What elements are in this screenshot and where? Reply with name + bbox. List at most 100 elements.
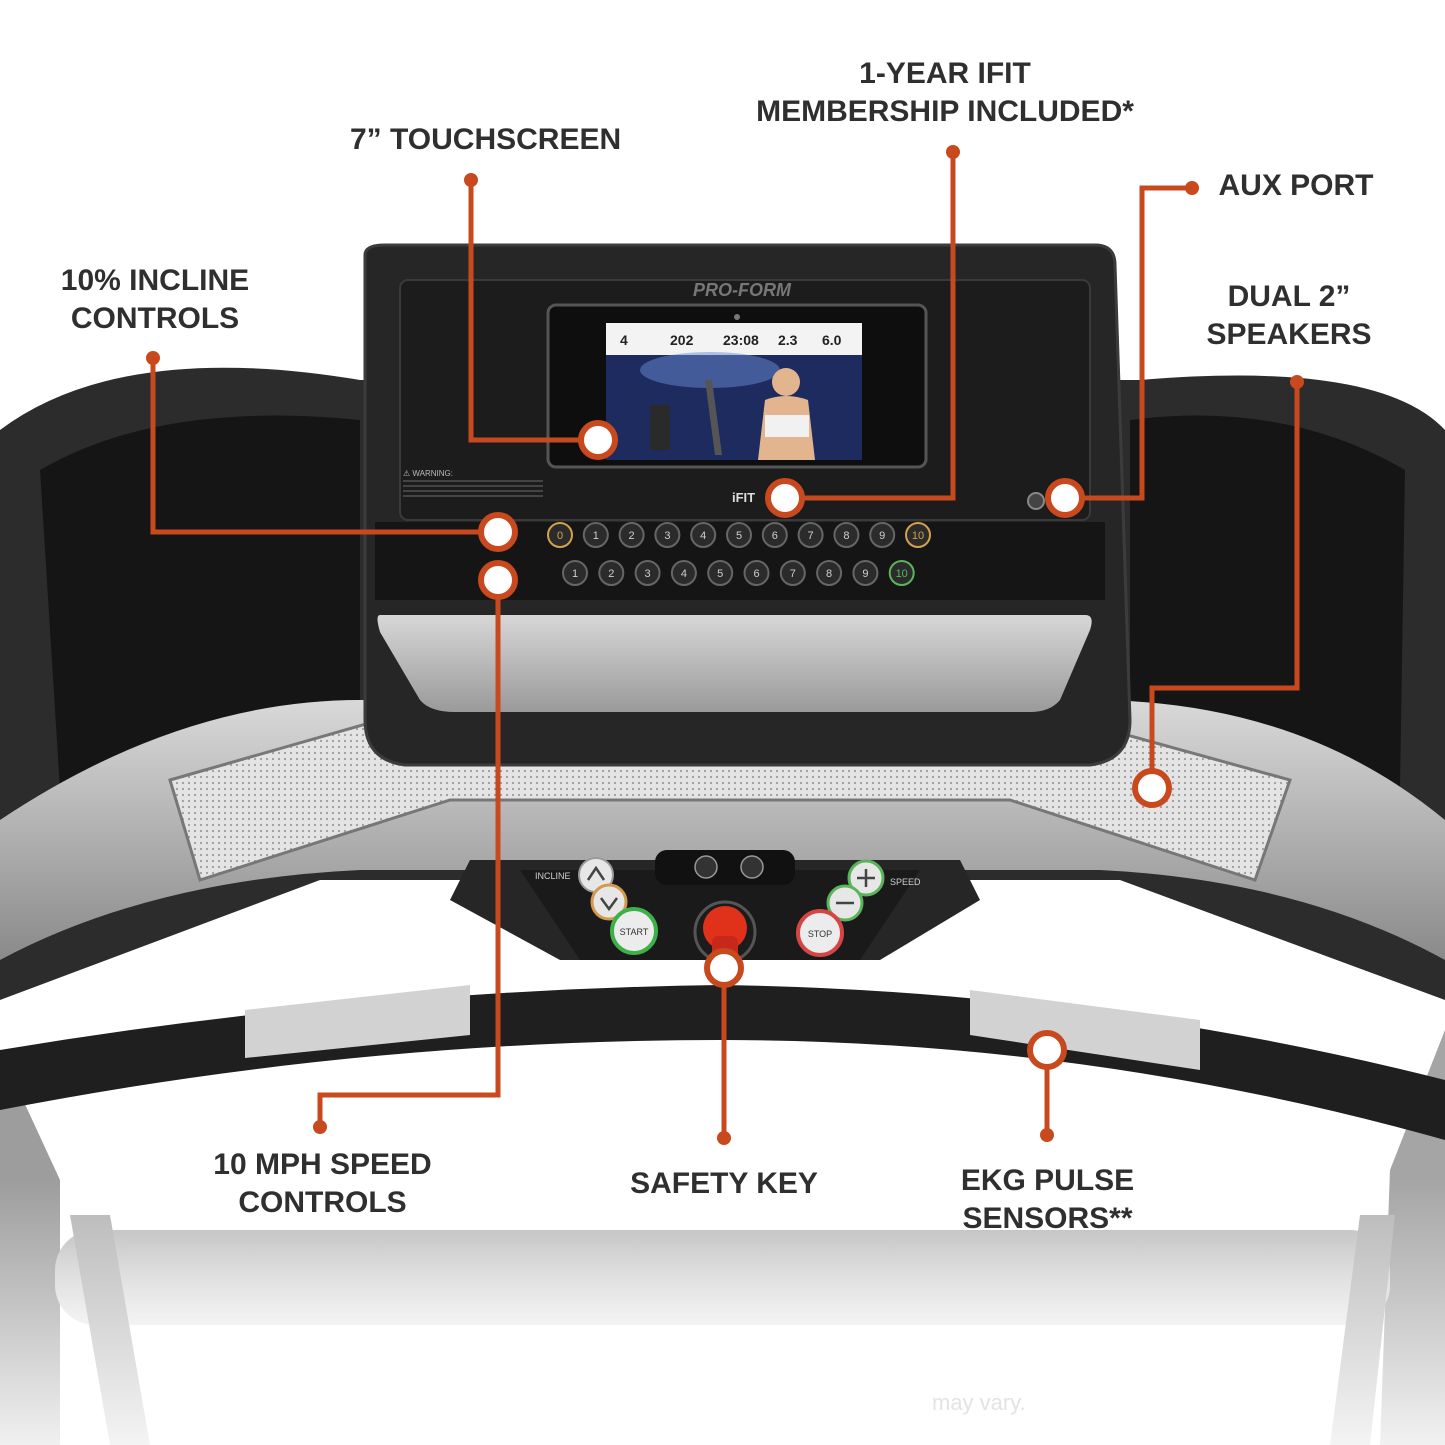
incline-key-5[interactable]: 5 — [726, 522, 752, 548]
incline-key-row: 0 1 2 3 4 5 6 7 8 9 10 — [547, 522, 931, 548]
marker-aux — [1045, 478, 1085, 518]
incline-key-9[interactable]: 9 — [869, 522, 896, 548]
svg-text:2: 2 — [629, 530, 635, 542]
leader-touchscreen — [468, 180, 598, 443]
incline-key-2[interactable]: 2 — [618, 522, 645, 548]
speed-key-2[interactable]: 2 — [598, 560, 625, 586]
speed-key-1[interactable]: 1 — [562, 560, 588, 586]
svg-text:3: 3 — [645, 568, 651, 580]
svg-text:STOP: STOP — [808, 929, 832, 939]
svg-text:5: 5 — [736, 530, 742, 542]
svg-text:1: 1 — [572, 568, 578, 580]
stat-speed: 6.0 — [822, 332, 842, 348]
volume-down-button[interactable] — [694, 855, 718, 879]
svg-text:2: 2 — [608, 568, 614, 580]
speed-key-3[interactable]: 3 — [634, 560, 661, 586]
callout-markers — [478, 420, 1172, 1070]
speed-label: SPEED — [890, 877, 921, 887]
warning-label: ⚠ WARNING: — [403, 469, 453, 478]
speed-key-5[interactable]: 5 — [707, 560, 734, 586]
marker-ifit — [765, 478, 805, 518]
leader-aux — [1065, 185, 1192, 501]
svg-text:5: 5 — [717, 568, 723, 580]
brand-logo: PRO-FORM — [693, 280, 792, 300]
ifit-logo: iFIT — [732, 490, 755, 505]
svg-text:9: 9 — [879, 530, 885, 542]
leader-incline — [150, 358, 498, 535]
incline-key-1[interactable]: 1 — [582, 522, 609, 548]
svg-text:0: 0 — [557, 530, 563, 542]
marker-touchscreen — [578, 420, 618, 460]
right-pulse-grip — [970, 990, 1200, 1070]
speed-key-10[interactable]: 10 — [888, 560, 915, 586]
svg-text:9: 9 — [862, 568, 868, 580]
speed-key-row: 1 2 3 4 5 6 7 8 9 10 — [562, 560, 915, 586]
stat-distance: 2.3 — [778, 332, 798, 348]
speed-down-button[interactable] — [826, 884, 864, 922]
svg-text:7: 7 — [790, 568, 796, 580]
callout-leader-ends — [146, 145, 1304, 1145]
marker-speakers — [1132, 768, 1172, 808]
right-bin — [1130, 415, 1405, 790]
speed-key-9[interactable]: 9 — [852, 560, 879, 586]
callout-dual-speakers: DUAL 2”SPEAKERS — [1206, 280, 1372, 351]
safety-key[interactable] — [693, 900, 757, 964]
callout-leaders — [150, 152, 1300, 1138]
incline-key-8[interactable]: 8 — [833, 522, 860, 548]
stat-time: 23:08 — [723, 332, 759, 348]
svg-text:6: 6 — [772, 530, 778, 542]
start-button[interactable]: START — [610, 907, 658, 955]
svg-text:10: 10 — [912, 530, 924, 542]
left-bin — [40, 415, 360, 790]
aux-port-jack[interactable] — [1027, 492, 1045, 510]
left-pulse-grip — [245, 985, 470, 1058]
speed-up-button[interactable] — [847, 859, 885, 897]
incline-key-4[interactable]: 4 — [690, 522, 717, 548]
svg-text:7: 7 — [808, 530, 814, 542]
svg-text:1: 1 — [593, 530, 599, 542]
speed-key-7[interactable]: 7 — [779, 560, 806, 586]
callout-touchscreen: 7” TOUCHSCREEN — [350, 123, 622, 156]
marker-ekg — [1027, 1030, 1067, 1070]
stats-bar — [606, 323, 862, 355]
marker-speed — [478, 560, 518, 600]
incline-key-3[interactable]: 3 — [654, 522, 681, 548]
svg-text:8: 8 — [826, 568, 832, 580]
stat-incline: 4 — [620, 332, 628, 348]
marker-safety — [704, 948, 744, 988]
speed-key-8[interactable]: 8 — [816, 560, 843, 586]
leader-ifit — [785, 152, 956, 501]
trainer-video — [606, 352, 862, 460]
stop-button[interactable]: STOP — [796, 909, 844, 957]
svg-text:4: 4 — [681, 568, 687, 580]
incline-label: INCLINE — [535, 871, 571, 881]
stat-calories: 202 — [670, 332, 694, 348]
svg-text:8: 8 — [843, 530, 849, 542]
incline-key-6[interactable]: 6 — [761, 522, 788, 548]
leader-speakers — [1149, 382, 1300, 788]
svg-text:10: 10 — [896, 568, 908, 580]
footnote-text: may vary. — [932, 1390, 1026, 1415]
speed-key-6[interactable]: 6 — [743, 560, 770, 586]
incline-key-7[interactable]: 7 — [797, 522, 824, 548]
callout-safety-key: SAFETY KEY — [630, 1167, 818, 1200]
callout-aux-port: AUX PORT — [1218, 169, 1374, 202]
incline-key-0[interactable]: 0 — [547, 522, 573, 548]
svg-text:4: 4 — [700, 530, 706, 542]
volume-up-button[interactable] — [740, 855, 764, 879]
svg-text:START: START — [620, 927, 649, 937]
accessory-tray — [377, 615, 1092, 712]
speed-key-4[interactable]: 4 — [670, 560, 697, 586]
incline-key-10[interactable]: 10 — [905, 522, 931, 548]
svg-text:6: 6 — [753, 568, 759, 580]
svg-text:3: 3 — [664, 530, 670, 542]
marker-incline — [478, 512, 518, 552]
leader-speed — [317, 580, 501, 1127]
incline-down-button[interactable] — [590, 883, 628, 921]
camera-icon — [734, 314, 740, 320]
